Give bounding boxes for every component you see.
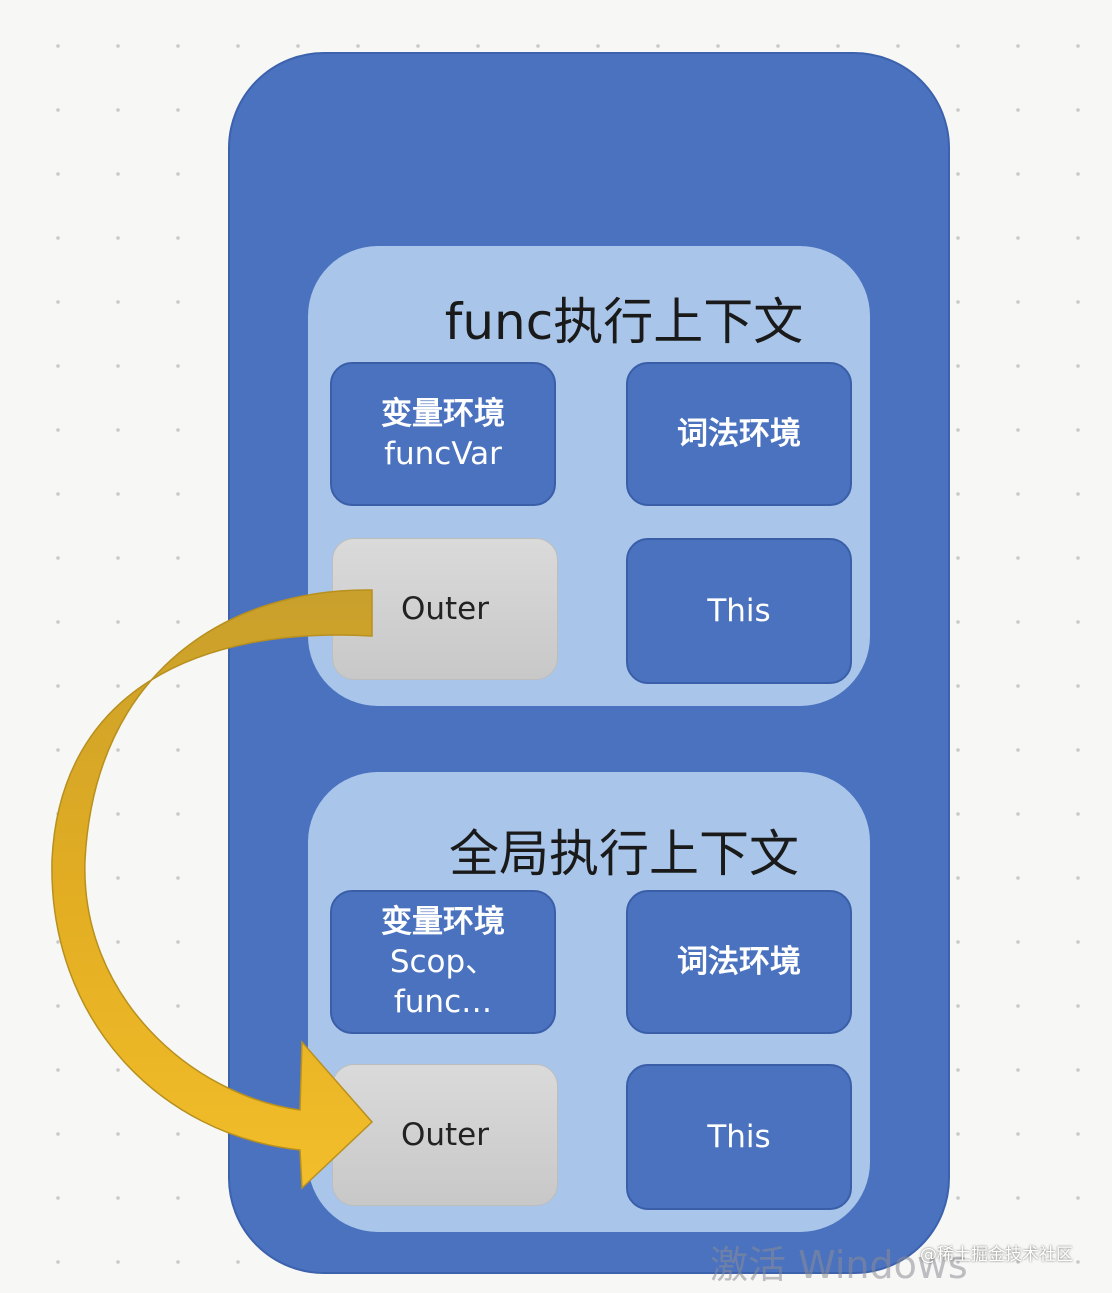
func-this-box: This <box>626 538 852 684</box>
func-variable-environment: 变量环境 funcVar <box>330 362 556 506</box>
global-this-box: This <box>626 1064 852 1210</box>
global-variable-environment: 变量环境 Scop、 func… <box>330 890 556 1034</box>
site-tag: @稀土掘金技术社区 <box>920 1245 1073 1265</box>
func-variable-environment-label: 变量环境 <box>381 395 505 432</box>
global-variable-environment-line2: func… <box>393 984 493 1021</box>
activation-watermark: 激活 Windows <box>710 1243 968 1287</box>
global-this-label: This <box>707 1118 771 1155</box>
global-lexical-environment-label: 词法环境 <box>677 943 801 980</box>
func-context-title: func执行上下文 <box>444 293 804 351</box>
func-this-label: This <box>707 592 771 629</box>
global-outer-box: Outer <box>332 1064 558 1206</box>
global-outer-label: Outer <box>400 1116 490 1153</box>
func-outer-box: Outer <box>332 538 558 680</box>
func-lexical-environment-label: 词法环境 <box>677 415 801 452</box>
global-variable-environment-label: 变量环境 <box>381 903 505 940</box>
func-variable-environment-content: funcVar <box>384 436 502 472</box>
global-lexical-environment: 词法环境 <box>626 890 852 1034</box>
func-lexical-environment: 词法环境 <box>626 362 852 506</box>
func-outer-label: Outer <box>400 590 490 627</box>
global-variable-environment-line1: Scop、 <box>389 943 497 980</box>
global-context-title: 全局执行上下文 <box>449 825 799 883</box>
